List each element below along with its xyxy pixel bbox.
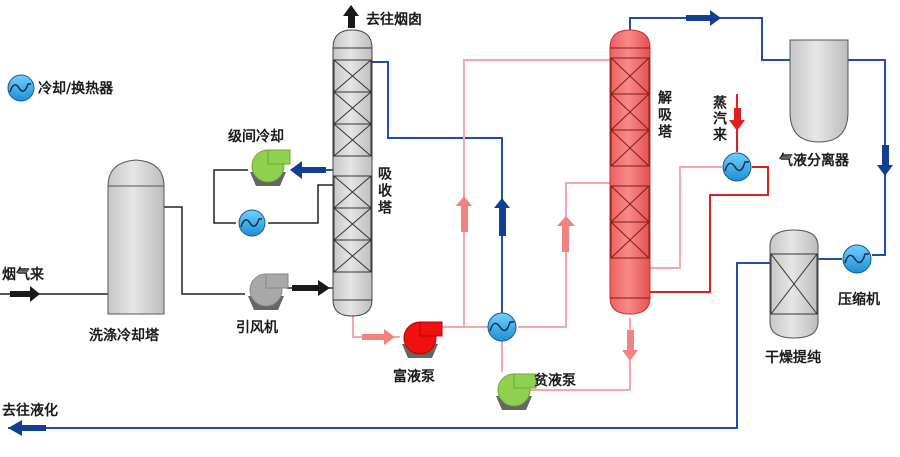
flow-arrows (8, 5, 893, 436)
arrow-to-chimney (343, 5, 359, 28)
legend-label: 冷却/换热器 (38, 80, 114, 97)
scrubber-label: 洗涤冷却塔 (89, 327, 160, 344)
scrubber-tower (107, 159, 165, 315)
hx-lean-rich-icon (487, 312, 517, 342)
intercooler-pump (250, 149, 291, 186)
pipe-intercooler-right (268, 184, 333, 224)
hx-reboiler-icon (722, 152, 752, 182)
to-liquefaction-label: 去往液化 (2, 402, 58, 419)
dryer-column (769, 229, 819, 339)
pipe-absorber-bottom (352, 314, 400, 338)
hx-legend-icon (7, 74, 35, 102)
arrow-overhead-right (686, 10, 721, 26)
to-chimney-label: 去往烟囱 (366, 11, 422, 28)
arrow-rich-feed (362, 329, 395, 345)
arrow-separator-down (877, 145, 893, 176)
arrow-hx-up (557, 216, 575, 252)
arrow-steam-down (729, 108, 745, 131)
lean-solution-pump (496, 373, 537, 410)
absorber-label: 吸收塔 (376, 166, 392, 217)
labels: 冷却/换热器 烟气来 洗涤冷却塔 引风机 级间冷却 去往烟囱 富液泵 贫液泵 气… (2, 11, 880, 419)
compressor-icon (842, 244, 872, 274)
compressor-label: 压缩机 (838, 291, 880, 308)
arrow-fan-absorber (292, 280, 330, 296)
pipe-dryer-liquefaction (8, 262, 770, 429)
fan-label: 引风机 (236, 319, 278, 336)
flue-gas-in-label: 烟气来 (2, 266, 45, 283)
pipe-intercooler-left (213, 169, 248, 224)
arrow-flue-in (10, 286, 40, 302)
pipe-reboiler-pink (650, 166, 722, 269)
pipe-scrubber-fan (164, 206, 245, 295)
pipe-separator-compressor (848, 59, 886, 256)
hx-intercooler-icon (238, 209, 266, 237)
gas-liquid-separator (789, 39, 849, 143)
lean-pump-label: 贫液泵 (534, 372, 576, 389)
pipe-stripper-overhead (629, 17, 790, 61)
arrow-stripper-down (622, 330, 638, 361)
stripper-column (609, 29, 651, 315)
absorber-column (332, 29, 373, 317)
arrow-intercooler (290, 161, 326, 179)
rich-solution-pump (402, 321, 443, 358)
pipe-rich-up (463, 59, 610, 327)
rich-pump-label: 富液泵 (393, 368, 435, 385)
separator-label: 气液分离器 (778, 152, 850, 169)
arrow-rich-up (456, 196, 472, 232)
pipe-hx-stripper (518, 182, 610, 328)
arrow-overhead-up (494, 198, 510, 236)
stripper-label: 解吸塔 (656, 89, 672, 141)
dryer-label: 干燥提纯 (765, 349, 821, 366)
steam-label: 蒸汽来 (711, 94, 728, 143)
intercooler-label: 级间冷却 (228, 128, 284, 145)
induced-draft-fan (248, 273, 289, 310)
arrow-to-liquefaction (8, 420, 46, 436)
pipe-reboiler-red (650, 166, 769, 293)
